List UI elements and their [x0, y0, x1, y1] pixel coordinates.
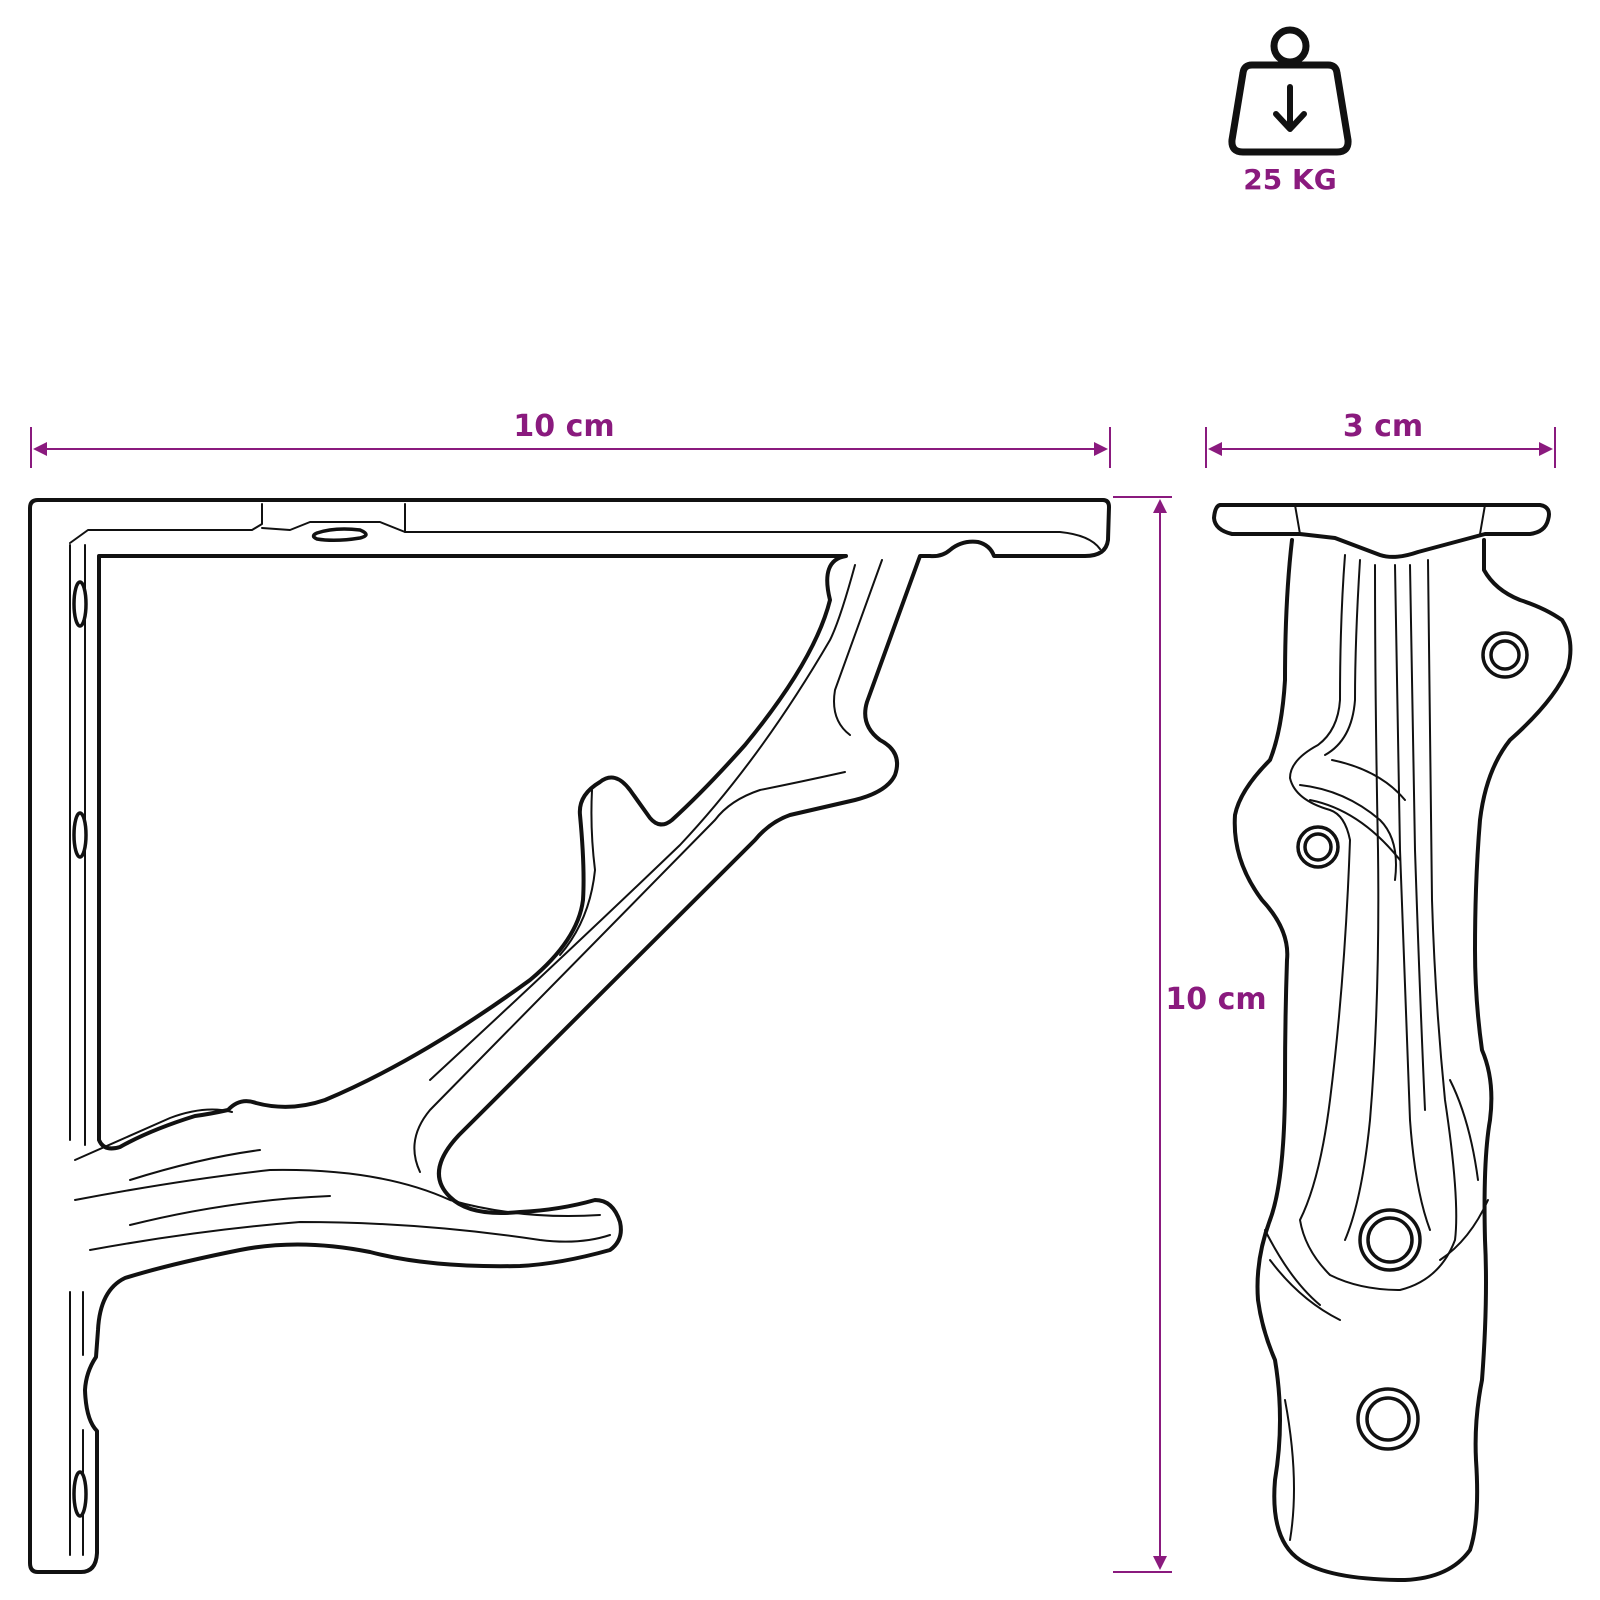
bracket-front-view — [28, 498, 1111, 1574]
weight-icon — [1228, 26, 1352, 156]
front-width-label: 10 cm — [513, 409, 614, 444]
dimension-side-depth — [1205, 427, 1556, 468]
height-label: 10 cm — [1165, 982, 1266, 1017]
weight-label: 25 KG — [1243, 163, 1336, 196]
dimension-front-width — [30, 427, 1111, 468]
dimension-height — [1113, 496, 1172, 1573]
side-depth-label: 3 cm — [1343, 409, 1423, 444]
bracket-side-view — [1212, 503, 1573, 1582]
